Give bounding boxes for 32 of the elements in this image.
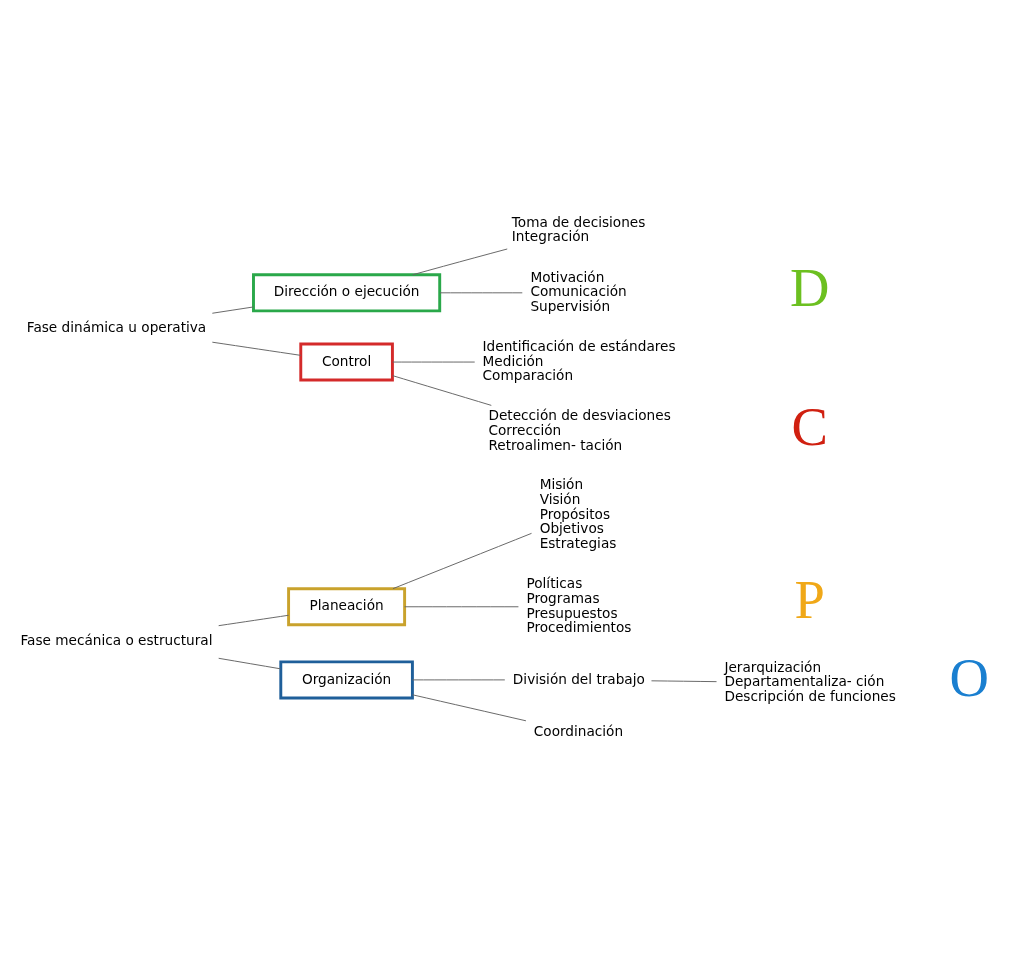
connector <box>439 291 523 293</box>
node-text: División del trabajo <box>512 670 645 687</box>
node-text: Fase dinámica u operativa <box>26 318 207 335</box>
connector <box>404 605 519 607</box>
connector <box>411 678 506 680</box>
node-box: Control <box>299 342 394 382</box>
node-text: Motivación Comunicación Supervisión <box>530 268 627 314</box>
node-text: Misión Visión Propósitos Objetivos Estrategias <box>539 475 617 551</box>
connector <box>411 693 527 721</box>
node-box: Dirección o ejecución <box>252 272 442 312</box>
connector <box>392 374 492 406</box>
node-text: Toma de decisiones Integración <box>511 213 646 244</box>
label: D <box>790 256 830 318</box>
node-box: Organización <box>279 659 414 699</box>
label: P <box>794 568 825 630</box>
connector <box>218 657 281 669</box>
node-text: Políticas Programas Presupuestos Procedimientos <box>526 574 632 635</box>
connector <box>651 679 717 682</box>
connector <box>412 248 508 275</box>
node-text: Detección de desviaciones Corrección Retroalimen- tación <box>488 406 671 453</box>
node-box: Planeación <box>287 586 407 626</box>
connector <box>211 305 254 314</box>
node-text: Identificación de estándares Medición Comparación <box>482 337 676 383</box>
node-text: Jerarquización Departamentaliza- ción Descripción de funciones <box>724 658 896 704</box>
connector <box>392 361 476 363</box>
node-text: Coordinación <box>533 722 624 739</box>
label: C <box>791 395 828 457</box>
connector <box>211 341 302 356</box>
connector <box>218 614 290 626</box>
connector <box>392 532 532 589</box>
label: O <box>949 646 989 708</box>
node-text: Fase mecánica o estructural <box>20 631 213 648</box>
